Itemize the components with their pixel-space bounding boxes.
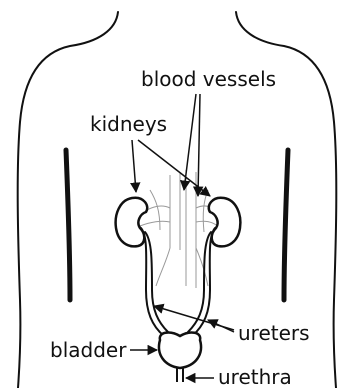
right-arm-inner-line	[284, 150, 288, 300]
label-kidneys: kidneys	[90, 112, 167, 136]
ureters-group	[141, 228, 215, 336]
left-ureter-inner	[145, 232, 168, 332]
vessel-spine-left	[150, 190, 160, 230]
arrow-ureters-right	[208, 320, 234, 332]
kidneys-group	[116, 198, 241, 247]
bladder-shape	[159, 333, 201, 368]
label-bladder: bladder	[50, 338, 127, 362]
label-urethra: urethra	[218, 365, 292, 388]
left-kidney	[116, 198, 148, 247]
arrow-blood-vessels-left	[184, 94, 196, 190]
label-blood-vessels: blood vessels	[141, 67, 276, 91]
vessel-spine-right	[203, 190, 208, 232]
renal-vessel-left-bottom	[140, 221, 170, 226]
iliac-left	[156, 248, 170, 286]
right-kidney	[209, 198, 241, 247]
label-ureters: ureters	[238, 321, 310, 345]
left-arm-inner-line	[66, 150, 70, 300]
urethra-shape	[177, 368, 183, 382]
arrow-kidneys-left	[132, 140, 136, 192]
arrow-blood-vessels-right	[198, 94, 200, 196]
iliac-right	[196, 248, 208, 286]
